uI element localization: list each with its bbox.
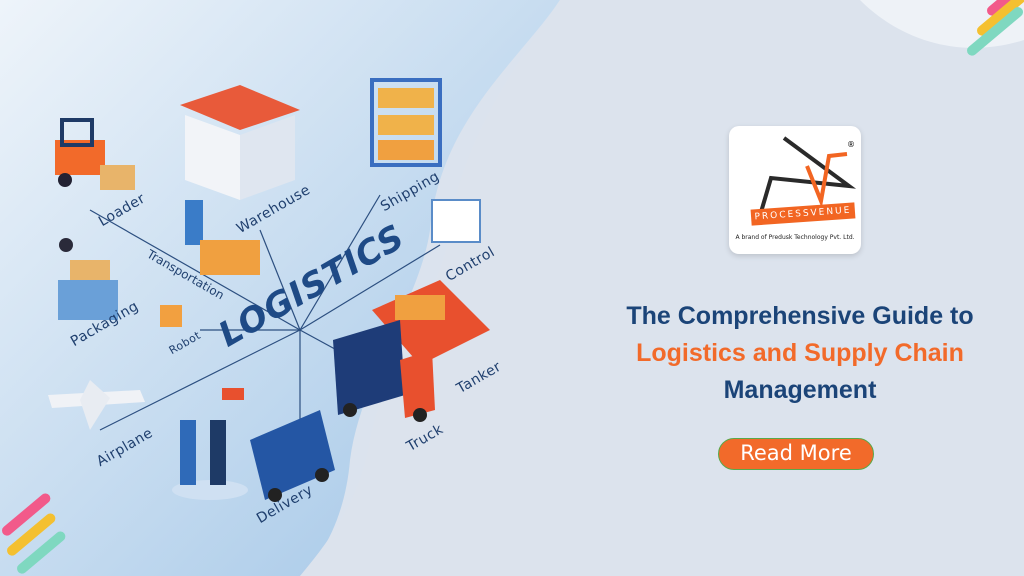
logo-tagline: A brand of Predusk Technology Pvt. Ltd. (735, 234, 855, 241)
delivery-van-icon (250, 410, 335, 502)
decorative-stripes-top-right (967, 0, 1024, 56)
headline-line2: Logistics and Supply Chain (636, 339, 964, 367)
loader-icon (55, 118, 135, 190)
drone-icon (222, 388, 244, 400)
transport-icon (185, 200, 260, 275)
decorative-stripes-bottom-left (2, 493, 66, 574)
processvenue-logo: ® PROCESSVENUE A brand of Predusk Techno… (729, 126, 861, 254)
read-more-button[interactable]: Read More (718, 438, 874, 470)
logo-mark-icon (757, 136, 857, 216)
truck-icon (333, 320, 435, 422)
warehouse-icon (180, 85, 300, 200)
control-icon (431, 199, 481, 243)
registered-mark: ® (847, 140, 855, 149)
packaging-icon (58, 238, 118, 320)
headline-line1: The Comprehensive Guide to (626, 302, 974, 330)
airplane-icon (48, 380, 145, 430)
delivery-people-icon (172, 420, 248, 500)
headline-line3: Management (723, 376, 877, 404)
robot-icon (160, 305, 182, 327)
shipping-icon (370, 78, 442, 167)
headline: The Comprehensive Guide to Logistics and… (590, 298, 1010, 409)
